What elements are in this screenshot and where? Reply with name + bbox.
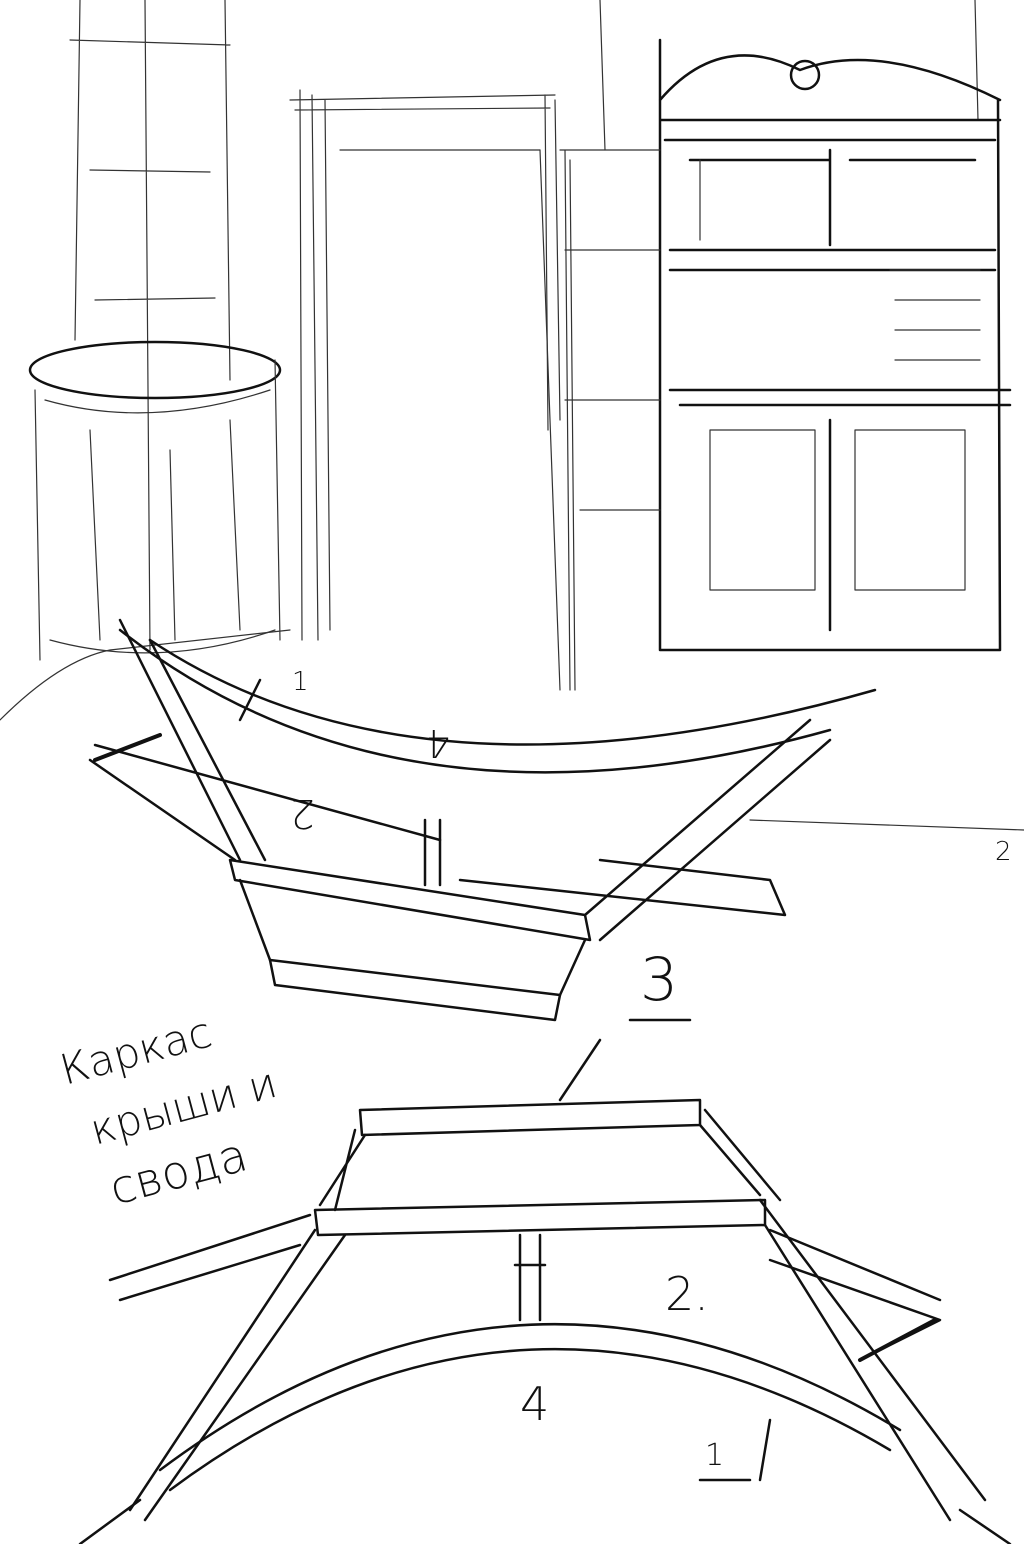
label-top-1: 1 bbox=[292, 667, 309, 697]
lower-vault-frame bbox=[78, 1098, 1012, 1544]
background-wall-lines bbox=[69, 0, 979, 651]
label-right-edge: 2 bbox=[995, 837, 1012, 867]
label-top-4: 4 bbox=[426, 721, 450, 765]
label-top-3: 3 bbox=[640, 945, 678, 1015]
barrel-table-sketch bbox=[0, 340, 291, 721]
leader-line bbox=[558, 1018, 692, 1102]
label-bottom-4: 4 bbox=[520, 1377, 549, 1431]
label-top-2: 2 bbox=[290, 790, 315, 836]
label-bottom-1: 1 bbox=[705, 1438, 724, 1473]
label-bottom-2: 2. bbox=[665, 1267, 709, 1321]
doorway-sketch bbox=[289, 89, 576, 691]
cabinet-sketch bbox=[559, 38, 1012, 691]
handwritten-caption: Каркас крыши и свода bbox=[55, 1007, 282, 1215]
upper-roof-frame bbox=[88, 618, 1024, 1022]
